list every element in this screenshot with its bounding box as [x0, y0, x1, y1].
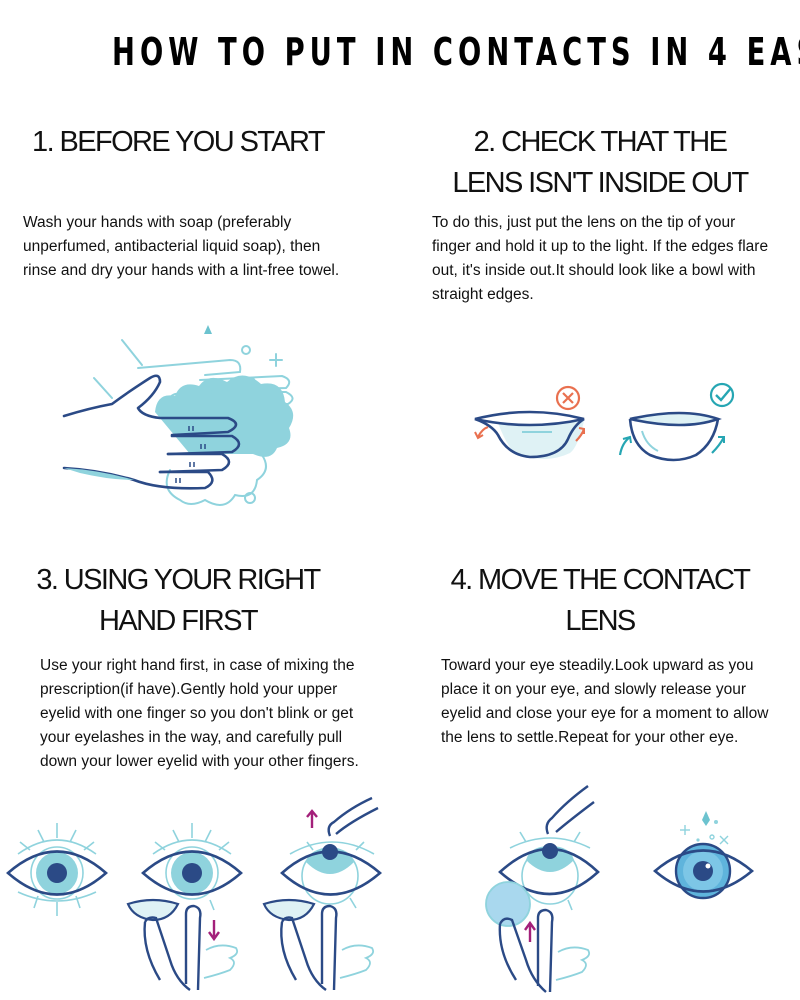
step-1-body: Wash your hands with soap (preferably un…	[23, 214, 340, 279]
eye-with-lens-on-finger-icon	[126, 823, 243, 991]
lens-orientation-icons	[474, 382, 735, 462]
lens-fitted-eye-icon	[652, 811, 755, 900]
eye-lid-sequence-icons	[6, 796, 382, 991]
step-1-heading: 1. BEFORE YOU START	[32, 126, 326, 158]
lens-insert-icons	[485, 785, 755, 993]
inside-out-lens-icon	[474, 385, 586, 459]
hand-washing-icon	[62, 325, 294, 506]
eye-lid-held-icon	[262, 796, 382, 991]
correct-lens-icon	[618, 382, 735, 462]
step-2-heading-line-2: LENS ISN'T INSIDE OUT	[452, 167, 749, 199]
step-3-heading-line-1: 3. USING YOUR RIGHT	[36, 564, 321, 596]
page-title: HOW TO PUT IN CONTACTS IN 4 EASY STEPS	[112, 30, 800, 74]
lens-insertion-eye-icon	[485, 785, 600, 993]
open-eye-icon	[6, 823, 108, 916]
step-3-body: Use your right hand first, in case of mi…	[40, 657, 359, 770]
step-2-body: To do this, just put the lens on the tip…	[432, 214, 769, 303]
step-4-heading-line-1: 4. MOVE THE CONTACT	[450, 564, 751, 596]
step-2-heading-line-1: 2. CHECK THAT THE	[473, 126, 728, 158]
step-4-heading-line-2: LENS	[565, 605, 636, 637]
step-4-body: Toward your eye steadily.Look upward as …	[441, 657, 769, 746]
step-3-heading-line-2: HAND FIRST	[98, 605, 259, 637]
